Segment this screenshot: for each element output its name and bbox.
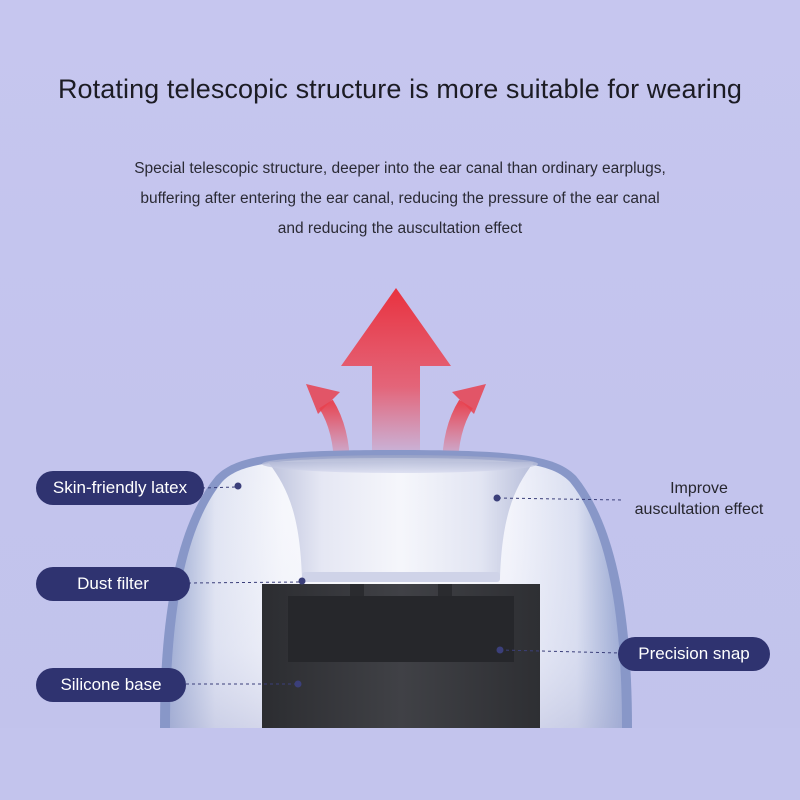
latex-dot bbox=[234, 482, 242, 490]
improve-line: auscultation effect bbox=[634, 501, 764, 518]
label-improve-auscultation: Improve auscultation effect bbox=[624, 478, 774, 520]
description-line: Special telescopic structure, deeper int… bbox=[134, 160, 666, 177]
filter-dot bbox=[298, 577, 306, 585]
description-line: and reducing the auscultation effect bbox=[277, 220, 523, 237]
description: Special telescopic structure, deeper int… bbox=[90, 154, 710, 244]
airflow-arrows bbox=[306, 288, 486, 469]
improve-dot bbox=[493, 494, 501, 502]
label-precision-snap: Precision snap bbox=[618, 637, 770, 671]
improve-line: Improve bbox=[670, 480, 728, 497]
snap-dot bbox=[496, 646, 504, 654]
description-line: buffering after entering the ear canal, … bbox=[140, 190, 660, 207]
label-skin-friendly-latex: Skin-friendly latex bbox=[36, 471, 204, 505]
leader-dots bbox=[234, 482, 504, 688]
inner-cup bbox=[268, 462, 534, 578]
silicone-base bbox=[262, 584, 540, 730]
headline: Rotating telescopic structure is more su… bbox=[57, 74, 743, 104]
cup-rim bbox=[262, 455, 538, 473]
dust-filter-mesh bbox=[302, 572, 500, 582]
center-arrow-icon bbox=[341, 288, 451, 468]
label-silicone-base: Silicone base bbox=[36, 668, 186, 702]
leader-lines bbox=[162, 486, 623, 685]
label-dust-filter: Dust filter bbox=[36, 567, 190, 601]
base-dot bbox=[294, 680, 302, 688]
